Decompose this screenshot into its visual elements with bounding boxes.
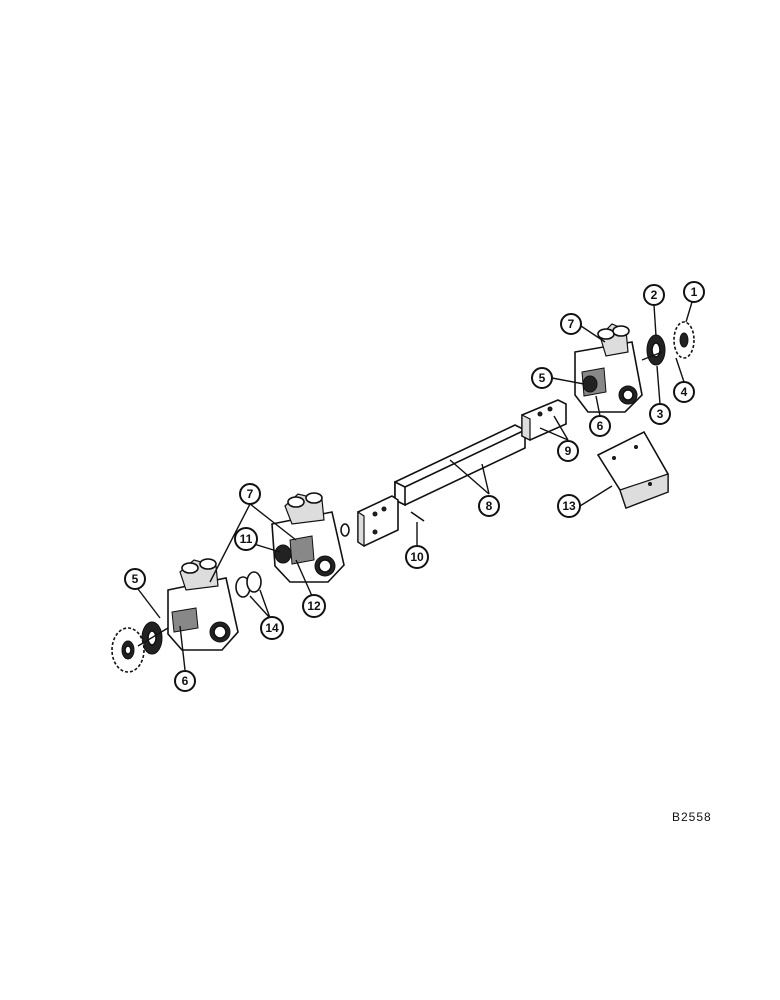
right-sprocket-large [673,321,695,359]
right-sprocket-small [646,334,666,366]
callout-5-right: 5 [531,367,553,389]
callout-12: 12 [302,594,326,618]
svg-text:5: 5 [539,371,546,385]
shaft-pin [410,511,425,522]
svg-text:4: 4 [681,385,688,399]
right-gearbox [574,323,643,413]
shield-plate [596,430,669,510]
callout-8: 8 [478,495,500,517]
callout-13: 13 [557,494,581,518]
svg-text:6: 6 [182,674,189,688]
callout-6-right: 6 [589,415,611,437]
svg-text:14: 14 [265,621,279,635]
callout-2: 2 [643,284,665,306]
svg-text:8: 8 [486,499,493,513]
svg-text:7: 7 [568,317,575,331]
callout-9: 9 [557,440,579,462]
seal-rings [235,571,262,598]
shaft-end-coupler-right [521,399,567,441]
figure-code: B2558 [672,810,712,824]
callout-4: 4 [673,381,695,403]
svg-text:2: 2 [651,288,658,302]
square-shaft [394,424,526,507]
svg-text:7: 7 [247,487,254,501]
leader-lines [137,301,693,671]
left-gearbox [167,558,239,651]
callout-7-right: 7 [560,313,582,335]
svg-text:9: 9 [565,444,572,458]
callout-11: 11 [234,527,258,551]
left-sprocket-large [111,627,145,673]
svg-text:12: 12 [307,599,321,613]
callout-1: 1 [683,281,705,303]
callout-5-left: 5 [124,568,146,590]
callout-6-left: 6 [174,670,196,692]
svg-text:10: 10 [410,550,424,564]
svg-text:6: 6 [597,419,604,433]
middle-gearbox [271,492,350,583]
svg-text:13: 13 [562,499,576,513]
svg-text:11: 11 [240,532,253,546]
svg-text:5: 5 [132,572,139,586]
svg-text:1: 1 [691,285,698,299]
shaft-end-coupler-left [357,495,399,548]
callout-10: 10 [405,545,429,569]
callout-7-left: 7 [239,483,261,505]
svg-text:3: 3 [657,407,664,421]
callout-14: 14 [260,616,284,640]
callout-3: 3 [649,403,671,425]
